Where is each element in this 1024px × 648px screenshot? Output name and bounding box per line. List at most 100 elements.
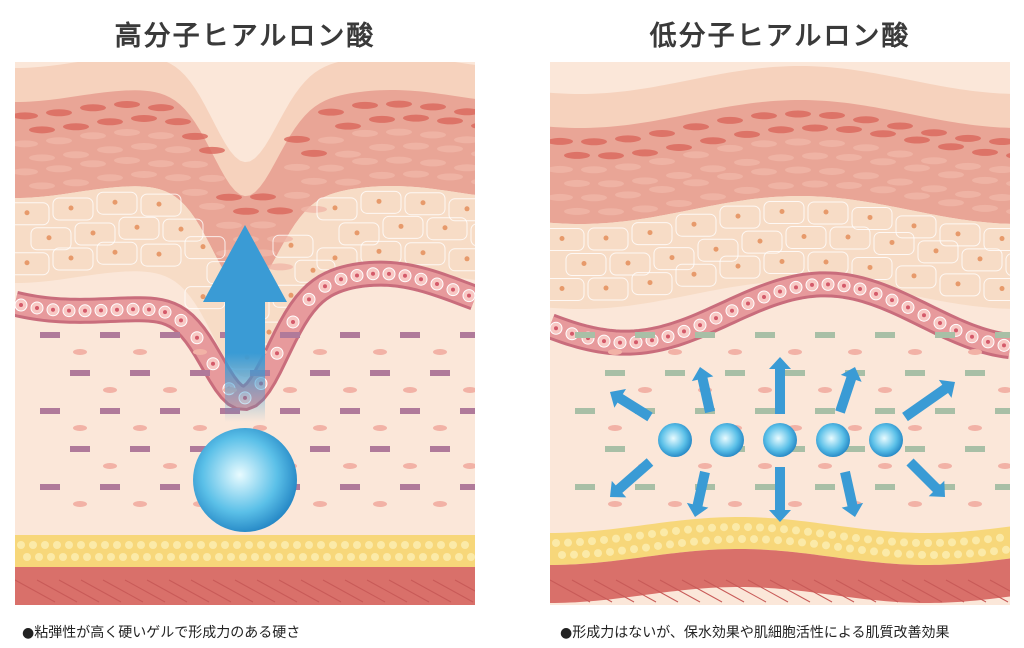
epidermal-cell	[587, 277, 629, 301]
muscle-fiber	[967, 579, 1009, 603]
fibroblast	[668, 501, 682, 507]
fat-cell	[780, 525, 788, 534]
skin-cell	[352, 129, 378, 137]
cell-nucleus	[779, 208, 785, 214]
epidermal-cell	[719, 255, 761, 279]
basal-nucleus	[970, 334, 974, 339]
skin-cell	[598, 152, 624, 160]
collagen-fiber	[575, 408, 595, 414]
skin-cell	[301, 205, 327, 213]
skin-cell	[437, 145, 463, 153]
right-title: 低分子ヒアルロン酸	[649, 21, 911, 52]
skin-cell	[233, 207, 259, 215]
fat-cell	[606, 547, 614, 556]
fat-cell	[305, 541, 313, 549]
diffusion-arrow-icon	[610, 458, 654, 498]
fat-cell	[636, 531, 644, 540]
skin-cell	[165, 118, 191, 126]
fat-cell	[948, 538, 956, 547]
cell-nucleus	[735, 263, 741, 269]
skin-cell	[386, 100, 412, 108]
muscle-fiber	[637, 579, 679, 603]
muscle-fiber	[550, 579, 591, 603]
skin-cell	[615, 163, 641, 171]
basal-nucleus	[355, 273, 359, 278]
basal-nucleus	[810, 282, 814, 287]
basal-nucleus	[778, 289, 782, 294]
fat-cell	[684, 525, 692, 534]
fat-cell	[612, 534, 620, 543]
cell-nucleus	[955, 231, 961, 237]
skin-cell	[471, 123, 475, 129]
epidermal-cell	[470, 223, 475, 246]
skin-cell	[700, 137, 726, 145]
skin-cell	[318, 108, 344, 116]
arrow-shape	[691, 367, 715, 414]
basal-nucleus	[906, 305, 910, 310]
skin-cell	[666, 143, 692, 151]
fibroblast	[73, 425, 87, 431]
fat-cell	[467, 553, 475, 561]
cell-nucleus	[24, 210, 30, 216]
skin-cell	[921, 157, 947, 165]
collagen-fiber	[400, 332, 420, 338]
skin-cell	[734, 130, 760, 138]
epidermal-cell	[404, 242, 446, 266]
fat-cell	[149, 541, 157, 549]
fat-cell	[197, 541, 205, 549]
skin-cell	[870, 186, 896, 194]
fat-cell	[335, 553, 343, 561]
skin-cell	[904, 136, 930, 144]
fibroblast	[998, 387, 1010, 393]
cell-nucleus	[999, 236, 1005, 242]
fat-cell	[143, 553, 151, 561]
fat-cell	[53, 541, 61, 549]
skin-cell	[717, 116, 743, 124]
fat-cell	[221, 541, 229, 549]
arrow-shape	[840, 470, 864, 517]
arrow-shape	[906, 458, 946, 498]
skin-cell	[114, 156, 140, 164]
epidermal-cell	[631, 272, 673, 296]
fat-cell	[786, 537, 794, 546]
fibroblast	[908, 425, 922, 431]
fat-cell	[281, 541, 289, 549]
epidermal-cell	[895, 215, 937, 239]
fat-cell	[371, 553, 379, 561]
epidermal-cell	[15, 202, 50, 226]
fat-cell	[89, 541, 97, 549]
muscle-fiber	[681, 579, 723, 603]
basal-nucleus	[762, 294, 766, 299]
skin-cell	[46, 137, 72, 145]
basal-nucleus	[211, 361, 215, 366]
arrow-shape	[769, 467, 791, 522]
cell-nucleus	[559, 286, 565, 292]
cell-nucleus	[464, 256, 470, 262]
cell-nucleus	[398, 223, 404, 229]
collagen-fiber	[935, 408, 955, 414]
cell-nucleus	[332, 255, 338, 261]
fat-cell	[311, 553, 319, 561]
fat-cell	[317, 541, 325, 549]
fat-cell	[588, 537, 596, 546]
skin-cell	[768, 154, 794, 162]
skin-cell	[836, 153, 862, 161]
fibroblast	[998, 463, 1010, 469]
basal-nucleus	[51, 307, 55, 312]
fibroblast	[73, 349, 87, 355]
fat-cell	[161, 541, 169, 549]
cell-nucleus	[24, 260, 30, 266]
skin-cell	[29, 126, 55, 134]
fat-cell	[353, 541, 361, 549]
fibroblast	[433, 425, 447, 431]
muscle-fiber	[190, 579, 232, 603]
fat-cell	[834, 542, 842, 551]
fat-cell	[828, 530, 836, 539]
fat-cell	[930, 550, 938, 559]
skin-cell	[148, 160, 174, 168]
muscle-fiber	[454, 579, 475, 592]
collagen-fiber	[755, 408, 775, 414]
fat-cell	[155, 553, 163, 561]
fat-cell	[708, 523, 716, 532]
collagen-fiber	[460, 484, 475, 490]
